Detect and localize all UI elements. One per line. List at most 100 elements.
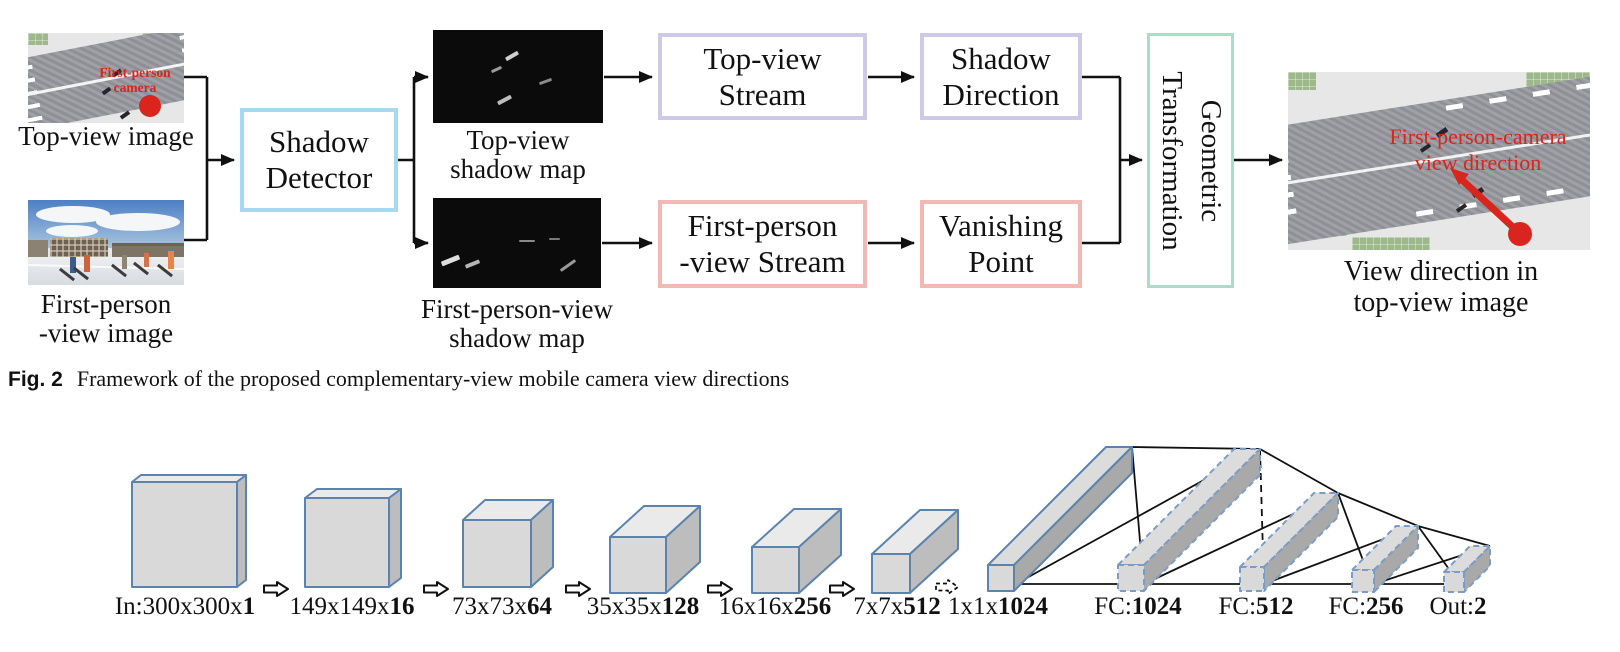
label-channels: 256 bbox=[1366, 593, 1404, 620]
cloud bbox=[36, 206, 110, 223]
layer-arrow-icons bbox=[263, 579, 959, 597]
label-text: 16x16x bbox=[718, 593, 794, 620]
label-channels: 16 bbox=[389, 593, 415, 620]
box-label-line: Geometric bbox=[1194, 99, 1227, 222]
top-view-stream-box: Top-view Stream bbox=[658, 33, 867, 120]
out-bar-2 bbox=[1443, 545, 1491, 593]
figure-number: Fig. 2 bbox=[8, 368, 63, 391]
shadow-streak bbox=[464, 259, 481, 269]
shadow-direction-box: Shadow Direction bbox=[920, 33, 1082, 120]
ground bbox=[28, 257, 184, 285]
dashed-arrow-icon bbox=[935, 579, 959, 595]
note-line: First-person bbox=[99, 65, 171, 80]
shadow-detector-box: Shadow Detector bbox=[240, 108, 398, 212]
cnn-layer-label: 73x73x64 bbox=[452, 593, 552, 621]
conv-box-16 bbox=[751, 508, 842, 594]
pipeline-connectors bbox=[184, 71, 1283, 249]
label-text: Out: bbox=[1429, 593, 1474, 620]
label-channels: 1 bbox=[242, 593, 256, 620]
fc-bar-512 bbox=[1239, 492, 1339, 592]
grass-patch bbox=[1288, 72, 1316, 90]
conv-box-73 bbox=[462, 499, 554, 588]
conv-layer-boxes bbox=[131, 474, 959, 594]
label-line: Top-view image bbox=[18, 121, 194, 151]
cnn-layer-label: 7x7x512 bbox=[853, 593, 941, 621]
hollow-arrow-icon bbox=[423, 581, 449, 597]
box-label-line: Shadow bbox=[269, 124, 369, 159]
hollow-arrow-icon bbox=[829, 581, 855, 597]
label-line: -view image bbox=[38, 318, 174, 348]
label-line: First-person-view bbox=[421, 294, 613, 324]
label-line: top-view image bbox=[1353, 287, 1529, 318]
geometric-transformation-box: Geometric Transformation bbox=[1147, 33, 1234, 288]
label-channels: 2 bbox=[1473, 593, 1487, 620]
pedestrian bbox=[144, 253, 149, 267]
cnn-layer-label: 1x1x1024 bbox=[948, 593, 1048, 621]
vanishing-point-box: Vanishing Point bbox=[920, 200, 1082, 288]
cloud bbox=[46, 225, 98, 237]
pedestrian bbox=[168, 251, 174, 269]
cnn-layer-label-fc: FC:1024 bbox=[1094, 593, 1182, 621]
label-text: FC: bbox=[1328, 593, 1367, 620]
output-top-view-image: First-person-camera view direction bbox=[1288, 72, 1590, 250]
first-person-view-stream-box: First-person -view Stream bbox=[658, 200, 867, 288]
shadow-streak bbox=[519, 240, 535, 242]
note-line: camera bbox=[113, 79, 157, 95]
building-wall bbox=[112, 243, 184, 261]
label-line: shadow map bbox=[449, 323, 585, 353]
caption-text: Framework of the proposed complementary-… bbox=[76, 366, 790, 391]
fc-bar-256 bbox=[1351, 525, 1419, 593]
top-view-shadow-map-image bbox=[433, 30, 603, 123]
label-channels: 1024 bbox=[998, 593, 1048, 620]
box-label-line: -view Stream bbox=[679, 244, 846, 279]
conv-box-149 bbox=[304, 488, 402, 588]
feature-vector-bar-1024 bbox=[987, 446, 1133, 592]
label-channels: 1024 bbox=[1131, 593, 1182, 620]
first-person-view-shadow-map-image bbox=[433, 198, 601, 288]
label-line: Top-view bbox=[466, 125, 570, 155]
conv-box-300 bbox=[131, 474, 247, 588]
output-image-label: View direction in top-view image bbox=[1310, 256, 1572, 318]
label-text: 7x7x bbox=[853, 593, 904, 620]
label-text: 149x149x bbox=[289, 593, 390, 620]
hollow-arrow-icon bbox=[707, 581, 733, 597]
shadow-streak bbox=[559, 259, 577, 272]
top-view-image-thumbnail: First-person camera bbox=[28, 33, 184, 123]
conv-box-35 bbox=[609, 505, 701, 594]
label-text: FC: bbox=[1094, 593, 1132, 620]
note-line: view direction bbox=[1414, 150, 1542, 175]
cnn-layer-label-fc: FC:512 bbox=[1218, 593, 1293, 621]
shadow-streak bbox=[538, 77, 553, 86]
figure-caption: Fig. 2 Framework of the proposed compleme… bbox=[8, 366, 789, 392]
building bbox=[28, 240, 48, 262]
box-label-line: Detector bbox=[265, 160, 373, 195]
box-label-line: Point bbox=[968, 244, 1034, 279]
label-channels: 256 bbox=[793, 593, 832, 620]
first-person-camera-note: First-person camera bbox=[87, 65, 183, 95]
fc-layer-bars bbox=[1117, 448, 1491, 593]
grass-patch bbox=[28, 33, 48, 45]
cnn-layer-label: 35x35x128 bbox=[587, 593, 700, 621]
building bbox=[50, 238, 108, 259]
grass-patch bbox=[1352, 237, 1430, 250]
first-person-view-image-label: First-person -view image bbox=[5, 290, 207, 348]
view-direction-note: First-person-camera view direction bbox=[1368, 124, 1588, 176]
label-text: 1x1x bbox=[948, 593, 998, 620]
pedestrian bbox=[122, 255, 127, 269]
box-label-line: First-person bbox=[687, 208, 838, 243]
cloud bbox=[96, 213, 180, 231]
label-channels: 128 bbox=[661, 593, 700, 620]
fc-bar-1024 bbox=[1117, 448, 1261, 592]
box-label-line: Top-view bbox=[703, 40, 822, 76]
conv-box-7 bbox=[871, 509, 959, 594]
shadow-streak bbox=[504, 50, 520, 62]
label-channels: 512 bbox=[903, 593, 941, 620]
top-view-image-label: Top-view image bbox=[5, 122, 207, 151]
cnn-layer-label: 149x149x16 bbox=[290, 593, 415, 621]
shadow-streak bbox=[496, 94, 513, 106]
label-line: shadow map bbox=[450, 154, 586, 184]
pedestrian bbox=[84, 255, 90, 272]
top-view-shadow-map-label: Top-view shadow map bbox=[417, 126, 619, 184]
cnn-layer-label: 16x16x256 bbox=[719, 593, 832, 621]
